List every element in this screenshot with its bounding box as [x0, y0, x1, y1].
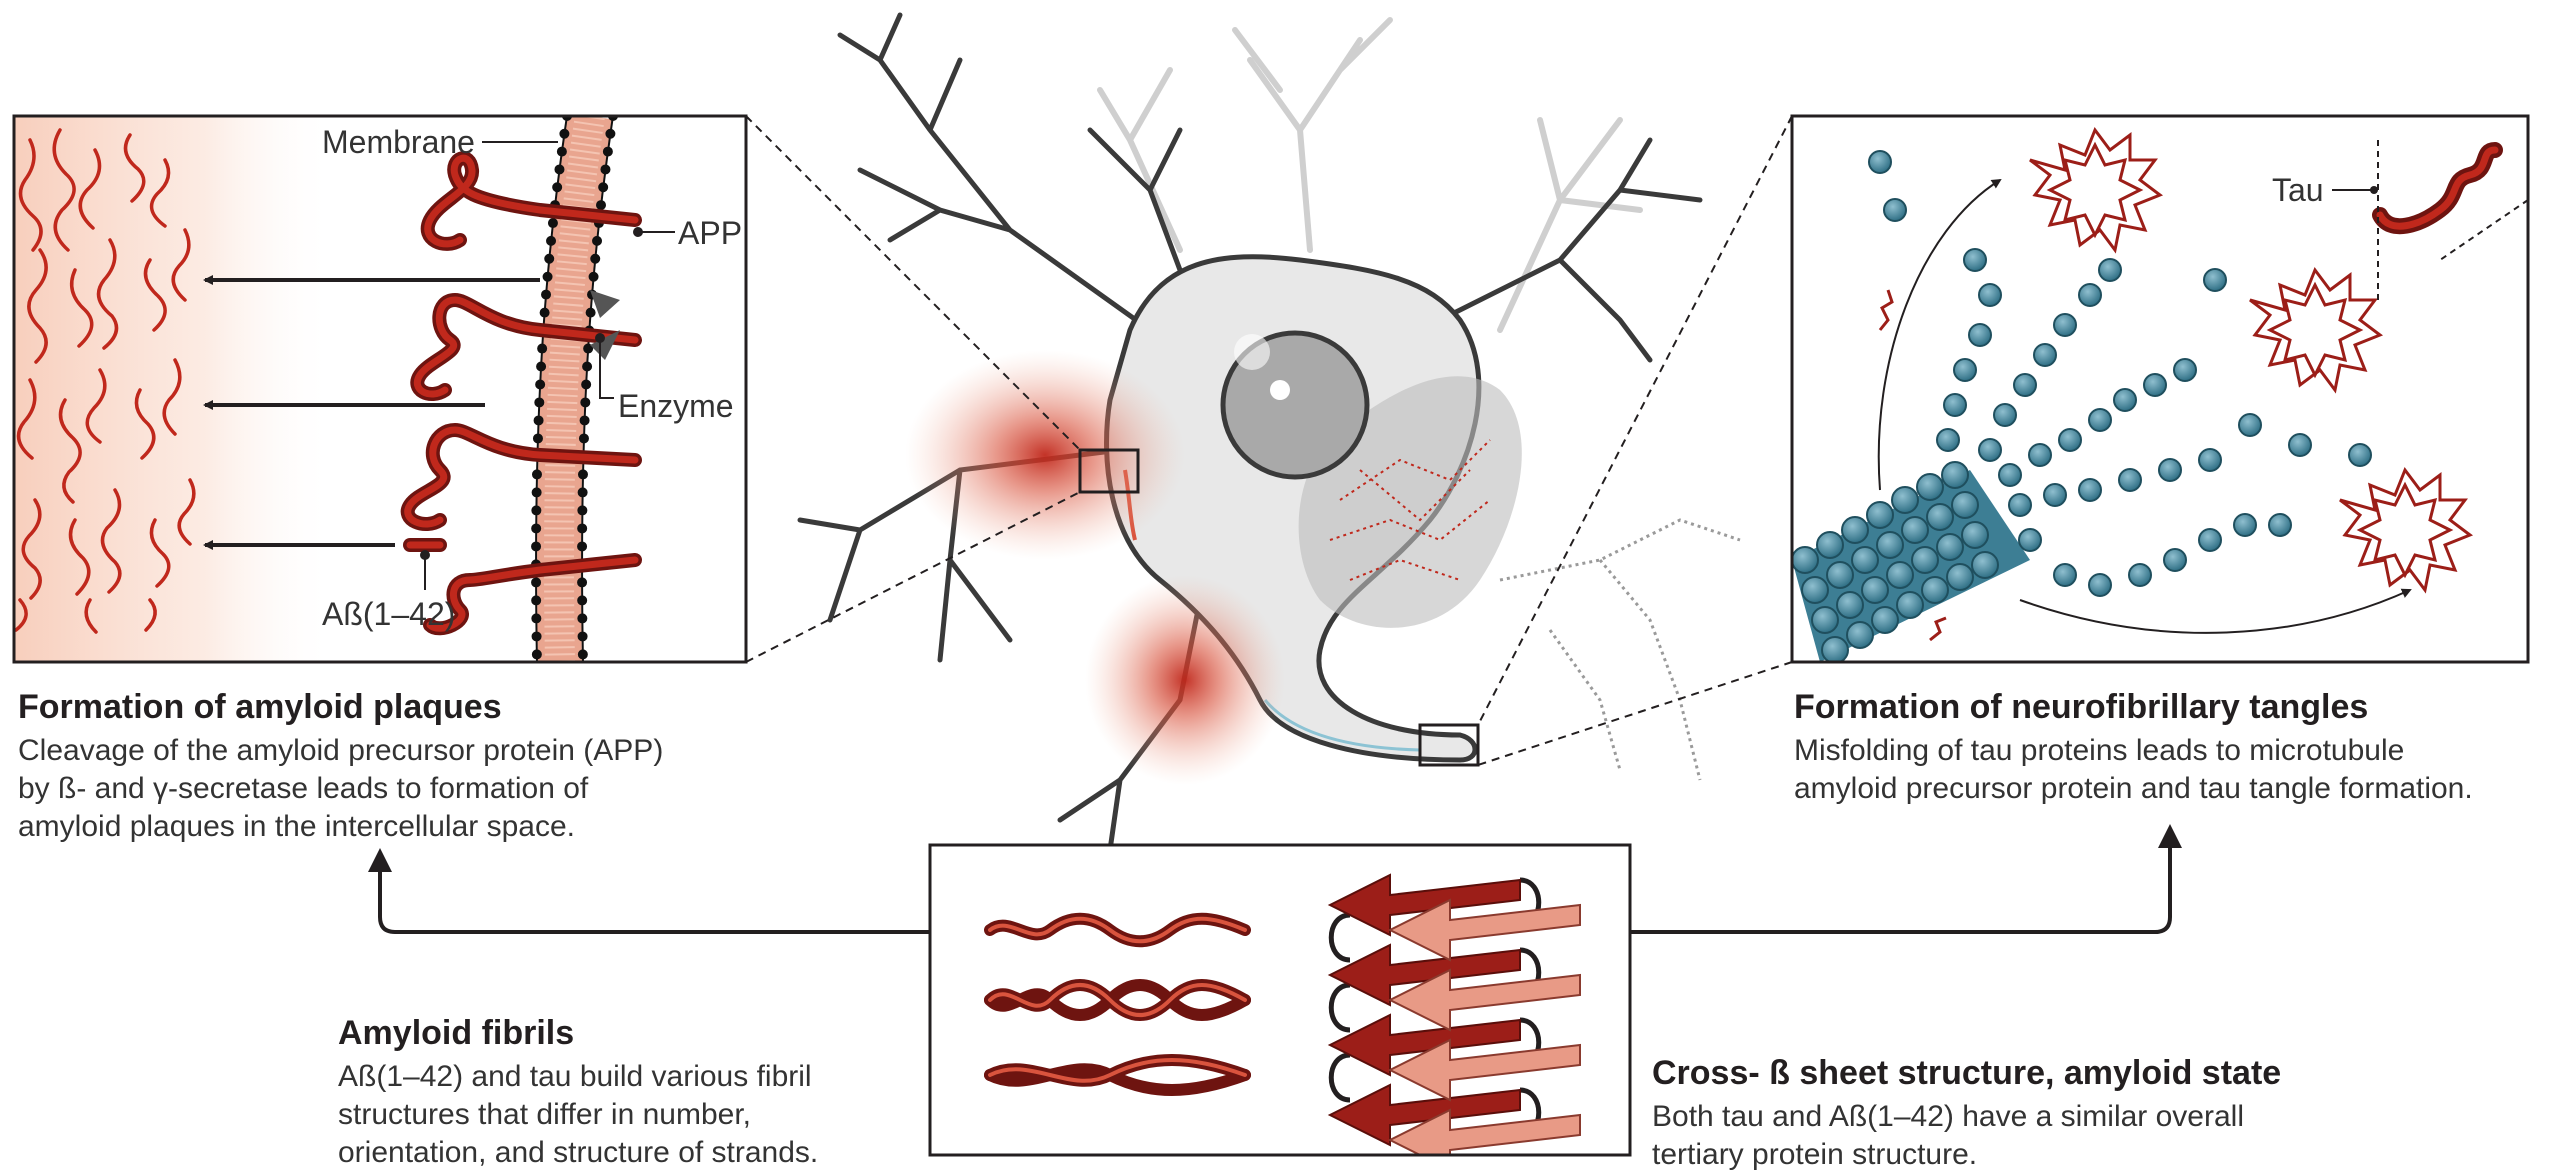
tangles-line: amyloid precursor protein and tau tangle…: [1794, 770, 2473, 808]
tangles-line: Misfolding of tau proteins leads to micr…: [1794, 732, 2473, 770]
fibrils-line: Aß(1–42) and tau build various fibril: [338, 1058, 818, 1096]
crossbeta-title: Cross- ß sheet structure, amyloid state: [1652, 1054, 2281, 1093]
fibrils-line: orientation, and structure of strands.: [338, 1134, 818, 1172]
plaque-blotch: [905, 350, 1185, 560]
plaques-line: by ß- and γ-secretase leads to formation…: [18, 770, 663, 808]
enzyme-label: Enzyme: [618, 390, 734, 422]
tau-label: Tau: [2272, 174, 2324, 206]
tangles-title: Formation of neurofibrillary tangles: [1794, 688, 2368, 727]
plaques-line: amyloid plaques in the intercellular spa…: [18, 808, 663, 846]
crossbeta-line: Both tau and Aß(1–42) have a similar ove…: [1652, 1098, 2244, 1136]
arrow-head-right: [2158, 824, 2182, 848]
tangles-description: Misfolding of tau proteins leads to micr…: [1794, 732, 2473, 808]
fibrils-description: Aß(1–42) and tau build various fibril st…: [338, 1058, 818, 1172]
arrow-head-left: [368, 848, 392, 872]
plaque-blotch: [1085, 575, 1285, 785]
crossbeta-line: tertiary protein structure.: [1652, 1136, 2244, 1174]
plaques-description: Cleavage of the amyloid precursor protei…: [18, 732, 663, 846]
tangle-panel: [1792, 116, 2528, 663]
app-label: APP: [678, 217, 742, 249]
fibril-panel: [930, 845, 1630, 1170]
membrane-label: Membrane: [322, 126, 475, 158]
plaques-title: Formation of amyloid plaques: [18, 688, 502, 727]
plaques-line: Cleavage of the amyloid precursor protei…: [18, 732, 663, 770]
fibrils-title: Amyloid fibrils: [338, 1014, 574, 1053]
fibrils-line: structures that differ in number,: [338, 1096, 818, 1134]
abeta-label: Aß(1–42): [322, 598, 455, 630]
crossbeta-description: Both tau and Aß(1–42) have a similar ove…: [1652, 1098, 2244, 1174]
